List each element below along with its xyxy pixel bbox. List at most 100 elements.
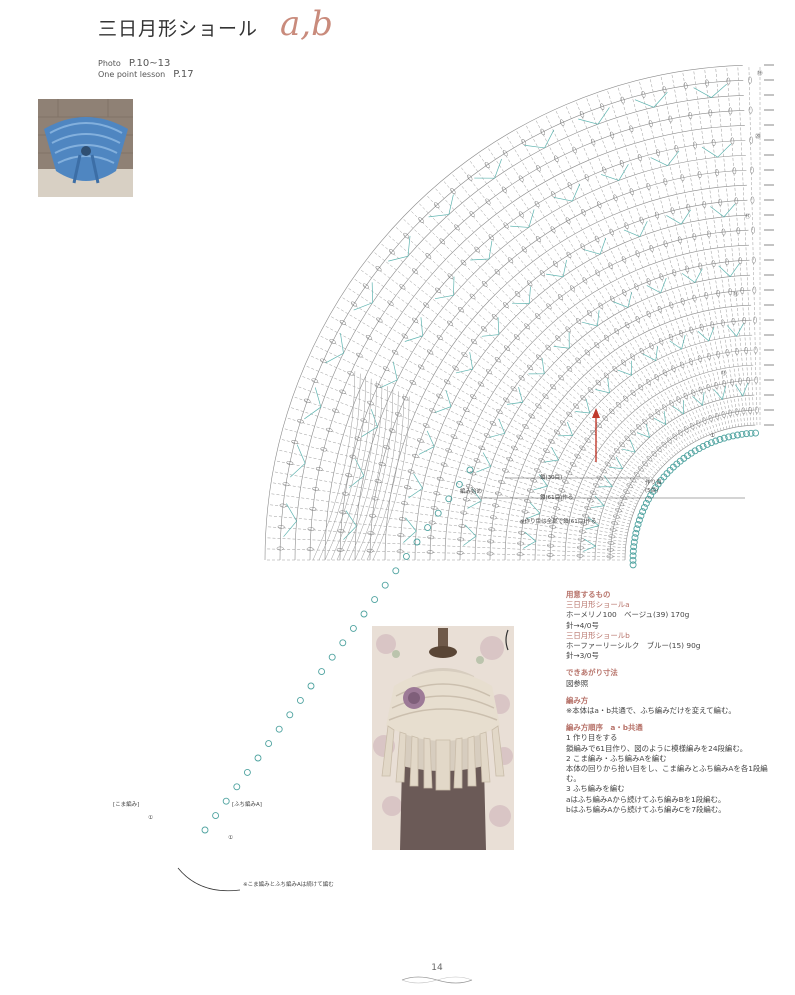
stitch-mark	[567, 182, 573, 189]
stitch-mark	[485, 369, 493, 375]
stitch-mark	[697, 171, 702, 179]
stitch-mark	[738, 257, 743, 265]
start-label-2: (5目)	[645, 488, 659, 494]
stitch-column	[296, 385, 634, 513]
stitch-mark	[691, 389, 696, 397]
stitch-mark	[536, 354, 542, 360]
teal-accent	[672, 400, 684, 415]
stitch-mark	[751, 226, 755, 234]
picot-stitch	[716, 436, 724, 443]
stitch-mark	[635, 250, 640, 257]
stitch-mark	[715, 168, 719, 176]
stitch-mark	[534, 200, 540, 208]
stitch-mark	[596, 475, 603, 481]
picot-stitch	[212, 812, 220, 820]
picot-stitch	[644, 495, 652, 503]
picot-stitch	[275, 725, 283, 733]
stitch-mark	[575, 357, 581, 364]
stitch-mark	[387, 300, 394, 306]
edge-band-arc	[318, 373, 361, 561]
stitch-mark	[365, 334, 373, 340]
row-arc	[624, 424, 756, 561]
stitch-mark	[672, 433, 678, 440]
stitch-column	[496, 140, 689, 446]
teal-accent	[428, 194, 454, 218]
row-number-label: ⑳	[755, 134, 761, 140]
stitch-mark	[683, 426, 689, 433]
stitch-mark	[552, 260, 558, 267]
stitch-column	[269, 493, 627, 543]
method-body: ※本体はa・b共通で、ふち編みだけを変えて編む。	[566, 706, 736, 716]
picot-stitch	[712, 437, 720, 445]
stitch-mark	[600, 103, 605, 111]
stitch-mark	[662, 369, 668, 376]
stitch-mark	[576, 553, 584, 558]
stitch-mark	[624, 222, 629, 229]
row-arc	[609, 409, 755, 561]
stitch-mark	[587, 310, 593, 317]
teal-accent	[553, 332, 570, 349]
stitch-mark	[728, 409, 733, 417]
picot-stitch	[360, 610, 368, 618]
stitch-mark	[436, 393, 443, 399]
stitch-column	[575, 100, 710, 435]
method-heading: 編み方	[566, 695, 589, 705]
stitch-mark	[624, 435, 631, 442]
stitch-mark	[518, 530, 525, 535]
stitch-mark	[469, 293, 476, 300]
stitch-column	[442, 179, 674, 457]
stitch-column	[726, 66, 752, 426]
row-arc	[459, 259, 750, 561]
teal-accent	[590, 495, 605, 509]
stitch-column	[638, 79, 728, 430]
stitch-mark	[444, 379, 451, 385]
stitch-mark	[602, 166, 607, 174]
stitch-mark	[501, 468, 509, 473]
picot-stitch	[296, 696, 304, 704]
stitch-mark	[749, 166, 754, 174]
stitch-column	[340, 296, 646, 489]
stitch-column	[459, 166, 679, 453]
stitch-mark	[595, 379, 602, 386]
stitch-mark	[325, 427, 333, 432]
teal-accent	[623, 221, 648, 238]
stitch-mark	[580, 243, 586, 250]
stitch-column	[387, 234, 659, 472]
teal-accent	[470, 240, 493, 261]
stitch-column	[555, 109, 705, 438]
stitch-mark	[674, 145, 679, 152]
stitch-mark	[430, 505, 438, 510]
picot-stitch	[637, 512, 645, 520]
stitch-column	[545, 113, 702, 439]
stitch-mark	[496, 409, 503, 414]
stitch-column	[292, 396, 633, 516]
stitch-mark	[638, 384, 644, 391]
stitch-mark	[546, 303, 552, 310]
picot-stitch	[699, 442, 707, 450]
stitch-mark	[706, 230, 711, 238]
picot-stitch	[413, 538, 421, 546]
stitch-mark	[374, 383, 382, 388]
stitch-mark	[536, 165, 541, 172]
stitch-column	[323, 325, 642, 497]
stitch-mark	[621, 359, 627, 366]
stitch-mark	[518, 175, 524, 182]
shawl-a-heading: 三日月形ショールa	[566, 600, 630, 610]
stitch-mark	[714, 382, 719, 389]
stitch-mark	[306, 547, 314, 552]
stitch-mark	[686, 203, 691, 211]
teal-accent	[613, 292, 633, 308]
stitch-mark	[584, 174, 590, 181]
stitch-mark	[676, 396, 681, 403]
picot-stitch	[371, 596, 379, 604]
stitch-mark	[473, 458, 481, 463]
stitch-column	[682, 71, 740, 427]
stitch-mark	[669, 301, 674, 309]
edge-band-arc	[360, 391, 399, 561]
stitch-mark	[740, 287, 745, 295]
stitch-mark	[312, 487, 320, 491]
stitch-mark	[579, 110, 585, 118]
edge-band-arc	[312, 371, 356, 561]
stitch-mark	[611, 521, 618, 526]
stitch-mark	[711, 260, 716, 268]
